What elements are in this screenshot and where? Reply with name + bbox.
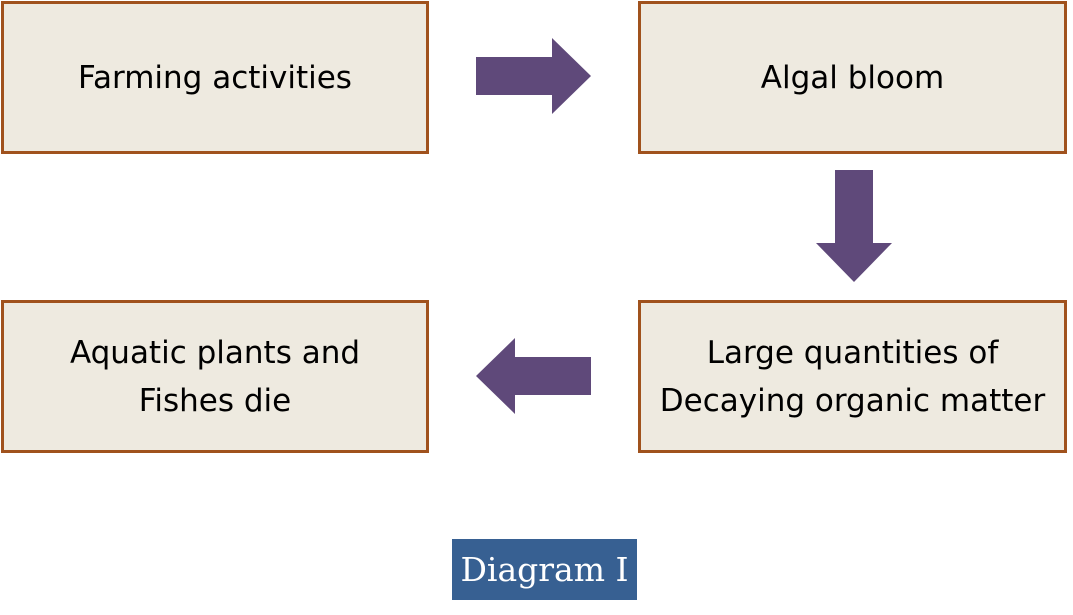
step-box-aquatic-plants-die: Aquatic plants and Fishes die bbox=[1, 300, 429, 453]
step-label: Farming activities bbox=[78, 59, 352, 96]
arrow-down-icon bbox=[816, 170, 892, 282]
arrow-right-icon bbox=[476, 38, 591, 114]
step-label: Algal bloom bbox=[760, 59, 945, 96]
diagram-caption: Diagram I bbox=[452, 539, 637, 600]
step-box-decaying-matter: Large quantities of Decaying organic mat… bbox=[638, 300, 1067, 453]
arrow-left-icon bbox=[476, 338, 591, 414]
step-label: Large quantities of Decaying organic mat… bbox=[659, 334, 1046, 419]
step-box-farming-activities: Farming activities bbox=[1, 1, 429, 154]
step-box-algal-bloom: Algal bloom bbox=[638, 1, 1067, 154]
caption-label: Diagram I bbox=[460, 550, 629, 589]
step-label: Aquatic plants and Fishes die bbox=[69, 334, 361, 419]
